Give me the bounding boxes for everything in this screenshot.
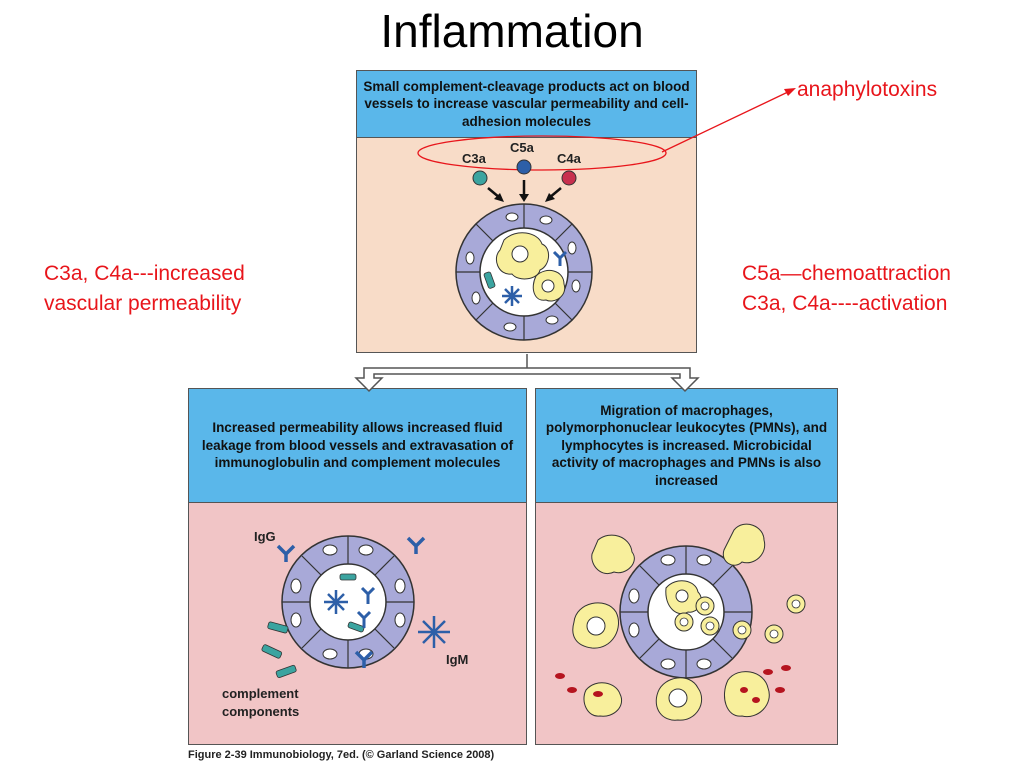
left-panel: Increased permeability allows increased … — [188, 388, 527, 745]
c5a-molecule — [516, 159, 532, 175]
left-panel-header: Increased permeability allows increased … — [189, 389, 526, 503]
c5a-label: C5a — [510, 140, 534, 155]
left-annotation-line1: C3a, C4a---increased — [44, 262, 245, 285]
figure-caption: Figure 2-39 Immunobiology, 7ed. (© Garla… — [188, 749, 495, 761]
c3a-molecule — [472, 170, 488, 186]
igm-label: IgM — [446, 652, 469, 667]
complement-components — [261, 621, 297, 679]
igg-antibodies — [276, 536, 426, 668]
igg-label: IgG — [254, 529, 276, 544]
top-blood-vessel — [455, 203, 593, 341]
anaphylotoxin-ellipse — [417, 135, 667, 171]
complement-label-line2: components — [222, 704, 300, 719]
c4a-molecule — [561, 170, 577, 186]
top-panel-header: Small complement-cleavage products act o… — [357, 71, 696, 138]
left-annotation-line2: vascular permeability — [44, 292, 242, 315]
right-panel-header: Migration of macrophages, polymorphonucl… — [536, 389, 837, 503]
c3a-label: C3a — [462, 151, 486, 166]
anaphylotoxin-arrowhead — [784, 88, 796, 96]
leukocyte-nuclei — [679, 599, 801, 639]
complement-label-line1: complement — [222, 686, 299, 701]
c4a-label: C4a — [557, 151, 581, 166]
right-annotation-line1: C5a—chemoattraction — [742, 262, 951, 285]
page-title: Inflammation — [380, 5, 644, 57]
molecule-arrows — [487, 180, 562, 202]
right-annotation-line2: C3a, C4a----activation — [742, 292, 948, 315]
anaphylotoxins-annotation: anaphylotoxins — [797, 78, 938, 101]
red-blood-cells — [555, 665, 791, 703]
igm-antibody — [418, 616, 450, 648]
split-arrow — [354, 354, 700, 393]
right-blood-vessel — [619, 545, 753, 679]
macrophages — [572, 523, 770, 721]
left-blood-vessel — [281, 535, 415, 669]
anaphylotoxin-pointer — [661, 90, 791, 153]
